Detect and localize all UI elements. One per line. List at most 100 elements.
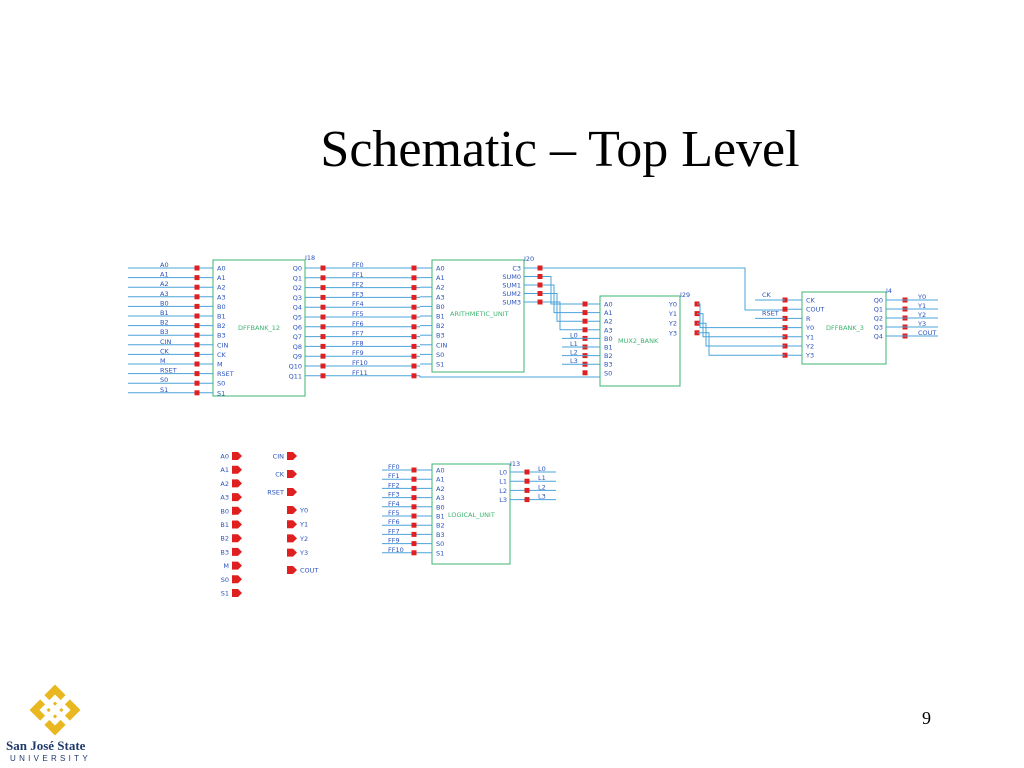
dff3-out-net: Y1 [917, 302, 926, 310]
arith-in-pin: S1 [436, 361, 444, 369]
dff3-in-pin: Y1 [805, 333, 814, 341]
dff3-out-net: COUT [918, 329, 936, 337]
dff12-in-net: RSET [160, 367, 177, 375]
dff12-in-net: B2 [160, 319, 169, 327]
output-port [287, 566, 297, 574]
pin [411, 522, 417, 528]
logic-ref: I13 [510, 460, 520, 468]
pin [411, 334, 417, 340]
logic-in-pin: B3 [436, 531, 445, 539]
pin [537, 265, 543, 271]
dff12-ref: I18 [305, 254, 315, 262]
dff12-out-net: FF2 [352, 281, 364, 289]
arith-in-pin: S0 [436, 351, 444, 359]
dff12-in-net: CIN [160, 338, 171, 346]
pin [411, 363, 417, 369]
output-port [287, 520, 297, 529]
input-port-label: M [223, 562, 229, 570]
output-port-label: Y2 [299, 535, 308, 543]
output-port-label: Y1 [299, 521, 308, 529]
dff3-in-net: RSET [762, 309, 779, 317]
pin [320, 304, 326, 310]
arith-out-pin: SUM0 [502, 273, 521, 281]
university-logo-icon [29, 684, 81, 736]
logic-out-net: L3 [538, 493, 546, 501]
wire [545, 284, 600, 314]
mux-l-net: L3 [570, 357, 578, 365]
pin [320, 334, 326, 340]
input-port [232, 520, 242, 529]
wire [697, 332, 785, 356]
pin [411, 513, 417, 519]
arith-ref: I20 [524, 255, 534, 263]
pin [194, 303, 200, 309]
wire [545, 267, 785, 311]
logic-name: LOGICAL_UNIT [448, 511, 495, 519]
pin [320, 324, 326, 330]
pin [411, 285, 417, 291]
logic-in-pin: A3 [436, 494, 445, 502]
input-port-label: B1 [220, 521, 229, 529]
dff12-out-pin: Q6 [293, 323, 302, 331]
mux-in-pin: B1 [604, 344, 613, 352]
logic-in-net: FF1 [388, 472, 400, 480]
input-port [232, 452, 242, 460]
pin [194, 342, 200, 348]
input-port-label: A2 [220, 480, 229, 488]
pin [194, 265, 200, 271]
pin [411, 495, 417, 501]
logic-in-pin: B2 [436, 522, 445, 530]
input-port-label: CIN [273, 453, 284, 461]
pin [582, 327, 588, 333]
dff3-name: DFFBANK_3 [826, 324, 864, 332]
dff3-out-net: Y2 [917, 311, 926, 319]
dff12-out-pin: Q10 [289, 363, 302, 371]
dff12-in-net: B1 [160, 309, 169, 317]
dff12-in-pin: B1 [217, 313, 226, 321]
arith-in-pin: B2 [436, 322, 445, 330]
wire [697, 303, 785, 329]
pin [524, 469, 530, 475]
pin [194, 351, 200, 357]
arith-in-pin: A3 [436, 293, 445, 301]
pin [524, 497, 530, 503]
dff3-out-pin: Q1 [874, 306, 883, 314]
wire [545, 293, 600, 322]
dff12-out-pin: Q9 [293, 353, 302, 361]
logic-in-net: FF7 [388, 527, 400, 535]
pin [537, 282, 543, 288]
pin [194, 371, 200, 377]
page-number: 9 [922, 708, 931, 728]
wire [545, 276, 600, 305]
arith-in-pin: B1 [436, 313, 445, 321]
dff12-in-net: M [160, 357, 166, 365]
pin [411, 373, 417, 379]
input-port-label: B0 [220, 507, 229, 515]
dff12-in-pin: S0 [217, 380, 225, 388]
dff3-in-pin: Y3 [805, 352, 814, 360]
pin [524, 487, 530, 493]
input-port-label: A3 [220, 494, 229, 502]
logic-in-net: FF5 [388, 509, 400, 517]
mux-ref: I29 [680, 291, 690, 299]
mux-out-pin: Y1 [668, 310, 677, 318]
input-port-label: A1 [220, 466, 229, 474]
dff3-in-pin: R [806, 315, 811, 323]
pin [524, 478, 530, 484]
pin [411, 353, 417, 359]
dff12-out-pin: Q4 [293, 304, 302, 312]
input-port-label: B2 [220, 535, 229, 543]
pin [320, 285, 326, 291]
pin [320, 294, 326, 300]
dff12-out-pin: Q8 [293, 343, 302, 351]
logic-in-net: FF10 [388, 546, 404, 554]
logic-in-net: FF4 [388, 500, 400, 508]
pin [537, 274, 543, 279]
dff12-in-pin: A0 [217, 265, 226, 273]
dff12-in-pin: M [217, 361, 223, 369]
pin [411, 314, 417, 320]
logic-in-net: FF3 [388, 491, 400, 499]
pin [782, 306, 788, 312]
dff3-in-pin: Y2 [805, 343, 814, 351]
arith-out-pin: SUM1 [502, 282, 521, 290]
